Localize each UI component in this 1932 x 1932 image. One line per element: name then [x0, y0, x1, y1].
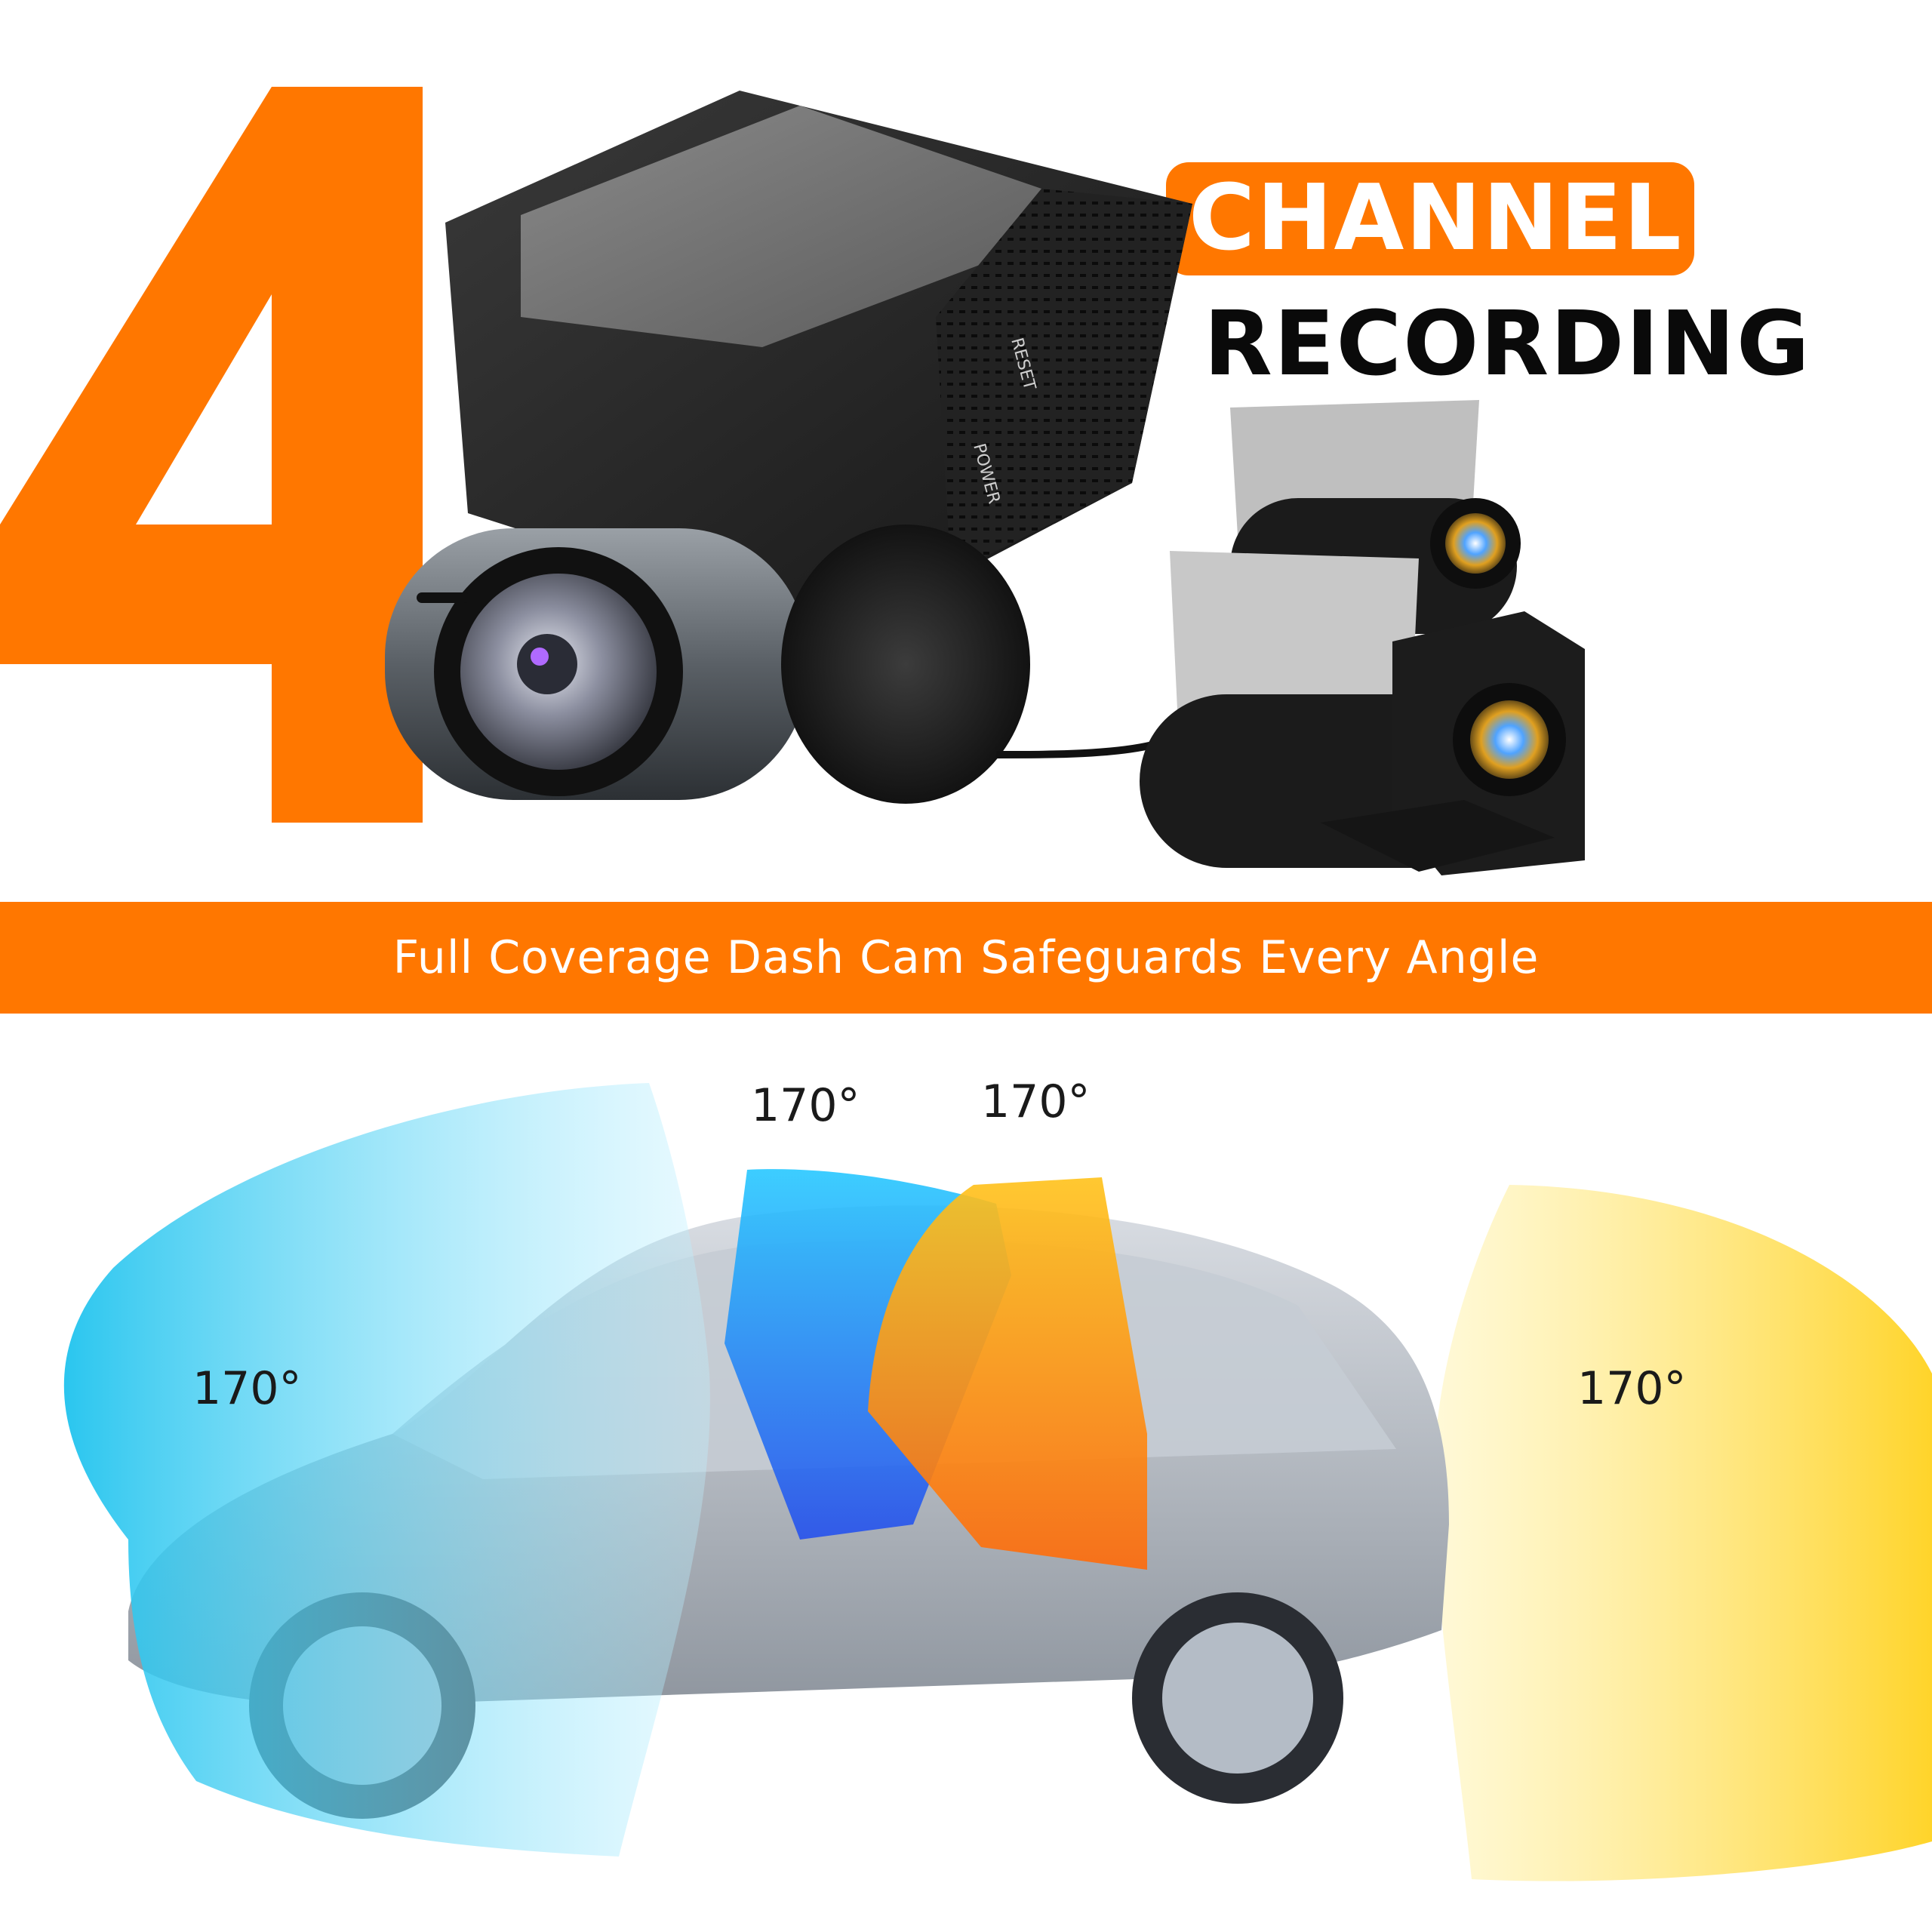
recording-subtitle: RECORDING: [1204, 291, 1811, 395]
channel-badge-text: CHANNEL: [1189, 166, 1683, 271]
rear-angle-label: 170°: [1577, 1362, 1687, 1415]
tagline-banner: [0, 902, 1932, 1014]
channel-badge: [1166, 162, 1694, 275]
cabin-right-angle-label: 170°: [981, 1075, 1091, 1128]
dash-cam-product-illustration: RESET POWER: [385, 91, 1585, 875]
big-number-four: [0, 87, 423, 823]
rear-coverage-field: [1434, 1185, 1932, 1881]
car-coverage-diagram: [63, 1083, 1932, 1881]
cabin-left-angle-label: 170°: [751, 1079, 860, 1132]
tagline-text: Full Coverage Dash Cam Safeguards Every …: [392, 931, 1540, 984]
mount-knob: [781, 525, 1030, 804]
front-angle-label: 170°: [192, 1362, 302, 1415]
front-coverage-field: [63, 1083, 710, 1857]
interior-right-field: [868, 1177, 1147, 1570]
